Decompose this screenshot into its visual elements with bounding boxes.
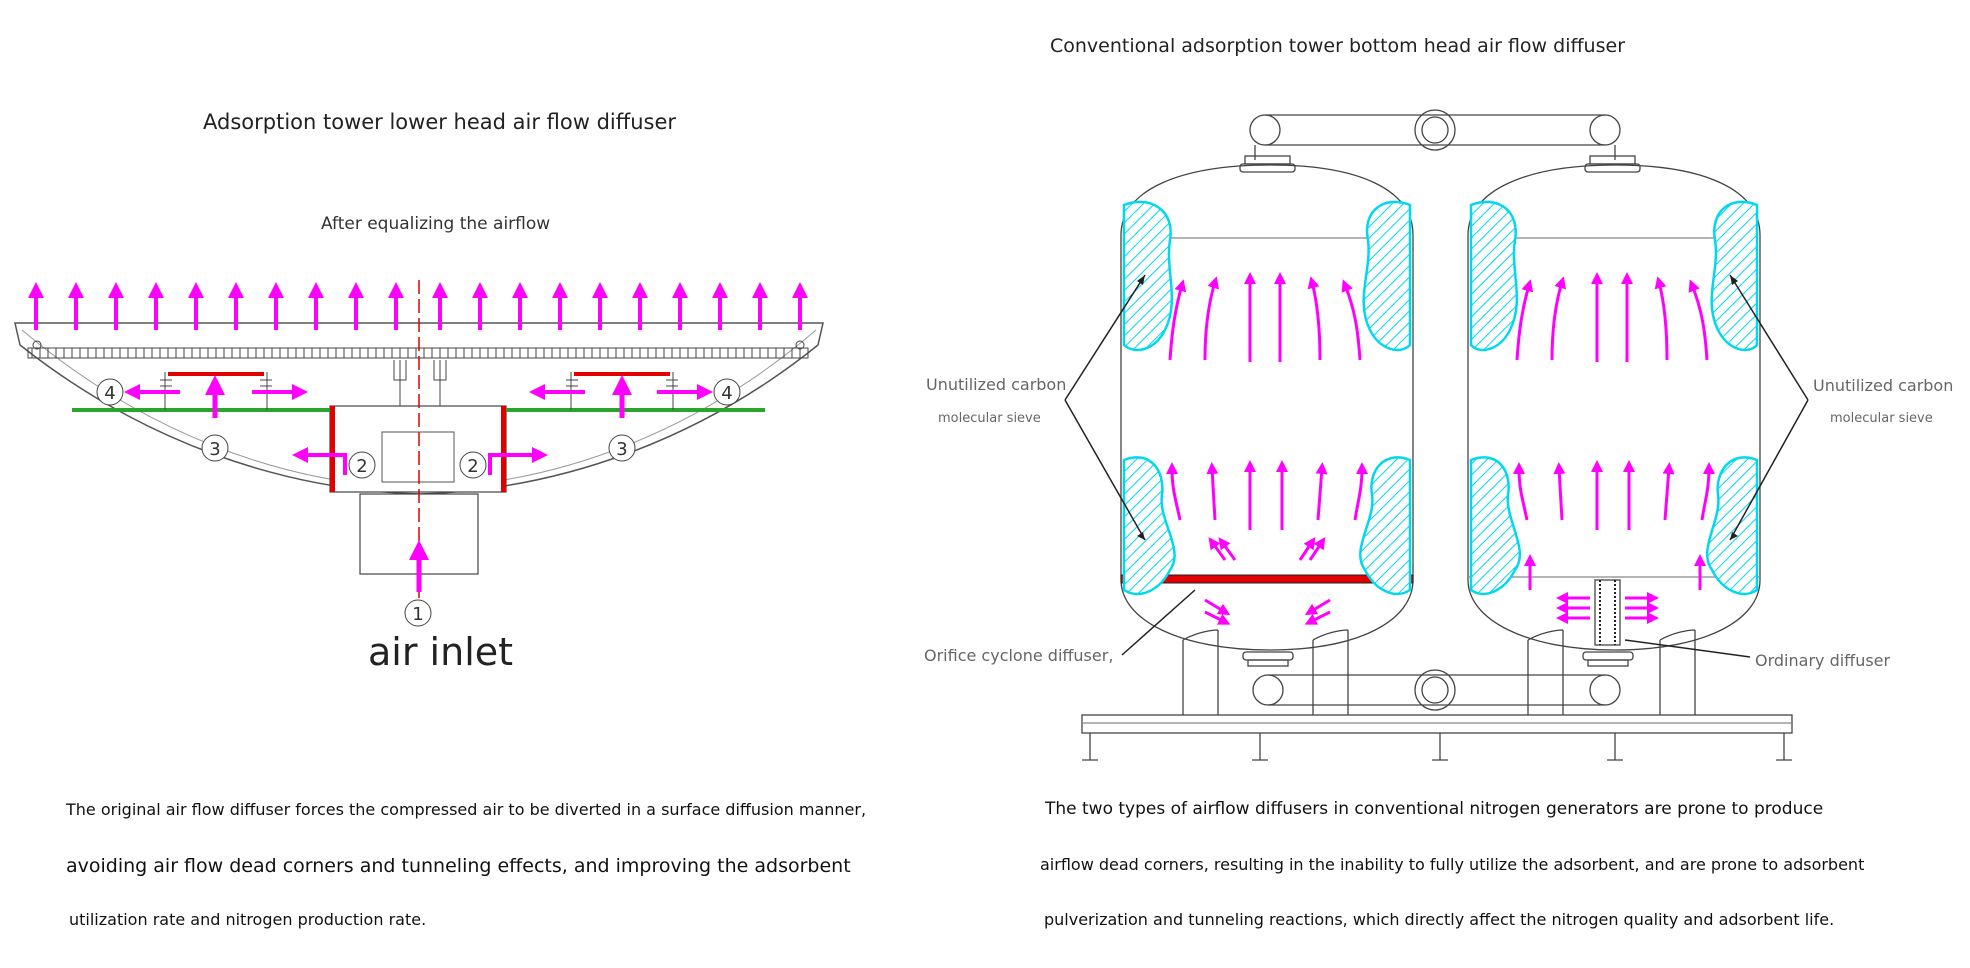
t1-b1 [1513,462,1529,521]
label-pointers [1064,274,1809,658]
t0-b6 [1353,462,1368,521]
svg-text:3: 3 [209,439,220,460]
t1-b6 [1700,462,1715,521]
left-caption-line-3: utilization rate and nitrogen production… [69,910,427,929]
svg-text:4: 4 [721,383,732,404]
t0-a6 [1341,279,1362,361]
svg-text:2: 2 [467,456,478,477]
t0-b5 [1315,462,1328,521]
t0-b1 [1166,462,1182,521]
orifice-up-2 [1298,537,1316,561]
orifice-up-1 [1218,537,1237,561]
unutilized-label-right-2: molecular sieve [1830,411,1933,426]
air-inlet-label: air inlet [368,630,514,674]
equalized-airflow-arrows [28,282,808,330]
callout-1-text: 1 [412,604,423,625]
unutilized-sieve-zones [1122,200,1759,596]
t1-a1 [1515,279,1534,361]
left-title: Adsorption tower lower head air flow dif… [203,110,677,134]
t0-b2 [1206,462,1219,521]
t1-b5 [1662,462,1675,521]
t0-a2 [1203,276,1219,361]
left-caption-line-1: The original air flow diffuser forces th… [66,800,867,819]
t0-a5 [1307,276,1322,361]
orifice-down-3 [1304,610,1331,625]
right-caption-line-1: The two types of airflow diffusers in co… [1045,799,1824,819]
right-caption-line-2: airflow dead corners, resulting in the i… [1040,855,1865,874]
left-subtitle: After equalizing the airflow [321,214,551,234]
orifice-up-3 [1308,537,1326,561]
t0-a1 [1168,279,1187,361]
unutilized-label-right-1: Unutilized carbon [1813,376,1954,395]
callout-1 [404,599,432,627]
callout-3-left [201,434,229,462]
svg-text:2: 2 [356,456,367,477]
t1-a5 [1654,276,1669,361]
callout-4-right [713,378,741,406]
orifice-up-0 [1208,537,1227,561]
left-caption-line-2: avoiding air flow dead corners and tunne… [66,855,851,877]
unutilized-label-left-1: Unutilized carbon [926,375,1067,394]
tower-airflow-arrows [1166,272,1715,625]
t1-b2 [1553,462,1566,521]
right-title: Conventional adsorption tower bottom hea… [1050,35,1626,57]
orifice-down-2 [1304,598,1331,616]
right-caption-line-3: pulverization and tunneling reactions, w… [1044,910,1835,929]
callout-3-right [608,434,636,462]
ordinary-diffuser-label: Ordinary diffuser [1755,651,1891,670]
perforated-plate [31,348,801,358]
svg-text:4: 4 [104,383,115,404]
callout-4-left [96,378,124,406]
orifice-down-0 [1204,598,1231,616]
unutilized-label-left-2: molecular sieve [938,411,1041,426]
svg-text:3: 3 [616,439,627,460]
callout-2-right [459,451,487,479]
orifice-cyclone-diffuser-plate [1120,574,1414,584]
left-head-diagram: 1 2 2 3 3 4 4 [14,280,824,627]
right-towers-diagram [1081,109,1793,761]
t1-a2 [1550,276,1566,361]
orifice-down-1 [1204,610,1231,625]
orifice-diffuser-label: Orifice cyclone diffuser, [924,646,1114,665]
t1-a6 [1688,279,1709,361]
callout-2-left [348,451,376,479]
